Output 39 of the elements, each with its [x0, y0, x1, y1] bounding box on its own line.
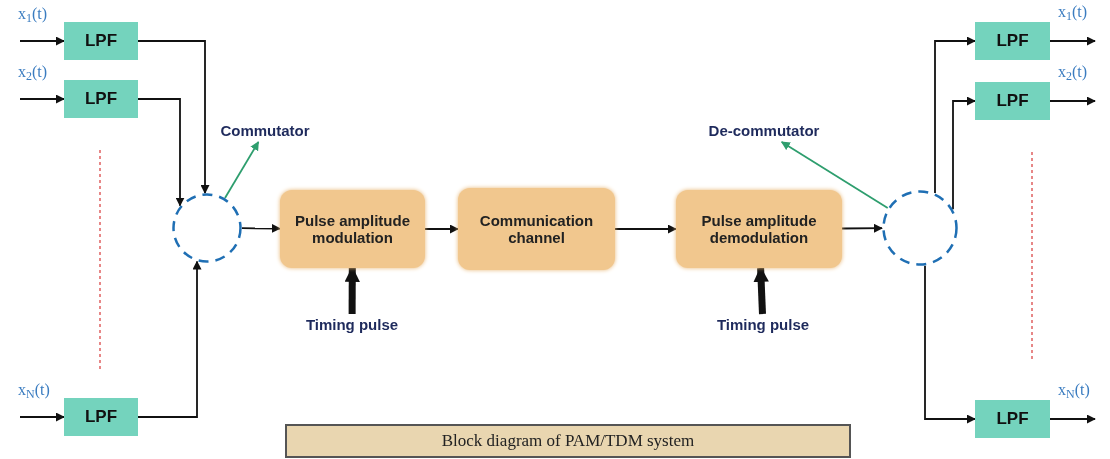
arrow: [137, 40, 210, 194]
arrow: [137, 98, 185, 207]
signal-label: x$_{1}$(t): [18, 4, 48, 24]
arrow: [424, 224, 459, 234]
arrow: [934, 36, 976, 194]
arrow: [241, 223, 281, 233]
arrow: [1049, 96, 1096, 106]
process-block: Pulse amplitude demodulation: [676, 190, 842, 268]
signal-label: x$_{N}$(t): [1058, 380, 1090, 400]
arrow: [924, 264, 976, 424]
filter-block: LPF: [975, 22, 1050, 60]
note-label: Commutator: [220, 120, 310, 141]
process-block: Pulse amplitude modulation: [280, 190, 425, 268]
arrow: [1049, 414, 1096, 424]
thick-arrow: [753, 266, 769, 315]
filter-block: LPF: [64, 22, 138, 60]
caption-banner: Block diagram of PAM/TDM system: [285, 424, 851, 458]
arrow: [19, 412, 65, 422]
arrow: [19, 94, 65, 104]
arrow: [224, 141, 260, 199]
note-label: Timing pulse: [305, 314, 399, 335]
arrow: [952, 96, 976, 211]
arrow: [19, 36, 65, 46]
filter-block: LPF: [975, 82, 1050, 120]
filter-block: LPF: [975, 400, 1050, 438]
signal-label: x$_{N}$(t): [18, 380, 50, 400]
arrow: [1049, 36, 1096, 46]
note-label: De-commutator: [708, 120, 820, 141]
note-label: Timing pulse: [716, 314, 810, 335]
arrow: [841, 223, 883, 233]
process-block: Communication channel: [458, 188, 615, 270]
signal-label: x$_{2}$(t): [1058, 62, 1088, 82]
signal-label: x$_{1}$(t): [1058, 2, 1088, 22]
arrow: [137, 260, 202, 418]
arrow: [780, 141, 889, 209]
arrow: [614, 224, 677, 234]
filter-block: LPF: [64, 80, 138, 118]
signal-label: x$_{2}$(t): [18, 62, 48, 82]
filter-block: LPF: [64, 398, 138, 436]
